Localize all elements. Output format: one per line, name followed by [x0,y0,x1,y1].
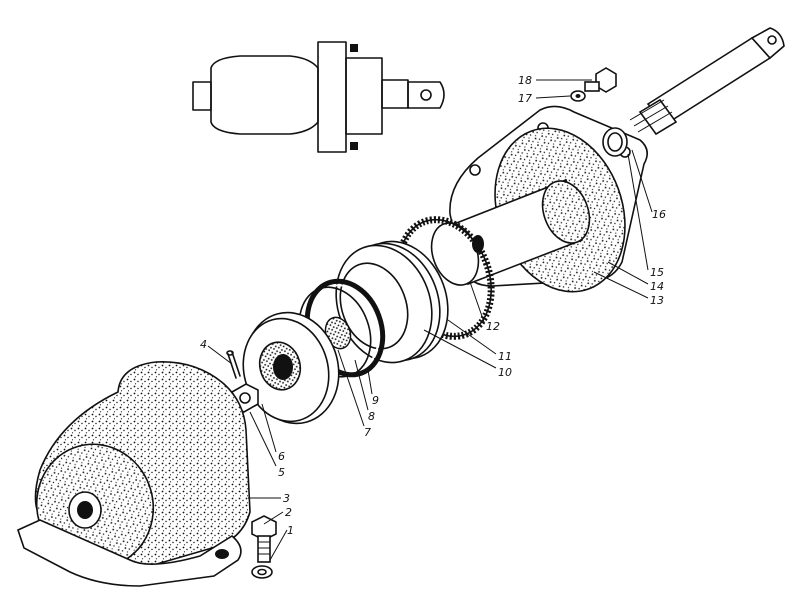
callout-14: 14 [650,280,664,293]
base-mount-hole [215,549,229,559]
bushing-rear-face [541,180,591,244]
assembled-rod-clevis [407,81,445,109]
callout-12: 12 [486,320,500,333]
assembled-cylinder-view [192,41,445,153]
cotter-pin-4 [226,350,241,379]
rod-clevis-end [750,27,785,60]
callout-18: 18 [518,74,532,87]
callout-5: 5 [278,466,285,479]
callout-9: 9 [372,394,379,407]
housing-base-flange [17,519,242,587]
guide-bushing-12 [430,178,591,286]
assembled-clevis-hole [420,89,432,101]
assembled-end-cap [192,81,212,111]
callout-13: 13 [650,294,664,307]
callout-11: 11 [498,350,512,363]
assembled-rod-boss [381,79,409,109]
callout-7: 7 [364,426,371,439]
washer-1 [251,565,273,579]
callout-16: 16 [652,208,666,221]
callout-2: 2 [285,506,292,519]
bolt-2 [251,515,277,563]
callout-labels: 1 2 3 4 5 6 7 8 9 10 11 12 13 14 15 16 1… [200,74,666,537]
rod-clevis-hole [767,35,777,45]
cylinder-housing-3 [17,361,251,587]
rod-seal-15 [602,127,628,157]
assembled-flange [317,41,347,153]
piston-rod [629,27,785,136]
callout-8: 8 [368,410,375,423]
assembled-cover [345,57,383,135]
callout-1: 1 [287,524,294,537]
callout-10: 10 [498,366,512,379]
piston-sleeve-10 [335,240,449,364]
callout-6: 6 [278,450,285,463]
bolt-18 [584,67,617,93]
callout-3: 3 [283,492,290,505]
callout-4: 4 [200,338,207,351]
callout-15: 15 [650,266,664,279]
piston-center-hole [273,354,293,380]
leader-lines [207,79,653,561]
piston-6 [242,311,340,425]
flange-hole-left [469,164,481,176]
assembled-bolt-bottom [350,142,358,150]
callout-17: 17 [518,92,532,105]
assembled-housing [210,55,319,135]
housing-port-hole [77,501,93,519]
assembled-bolt-top [350,44,358,52]
